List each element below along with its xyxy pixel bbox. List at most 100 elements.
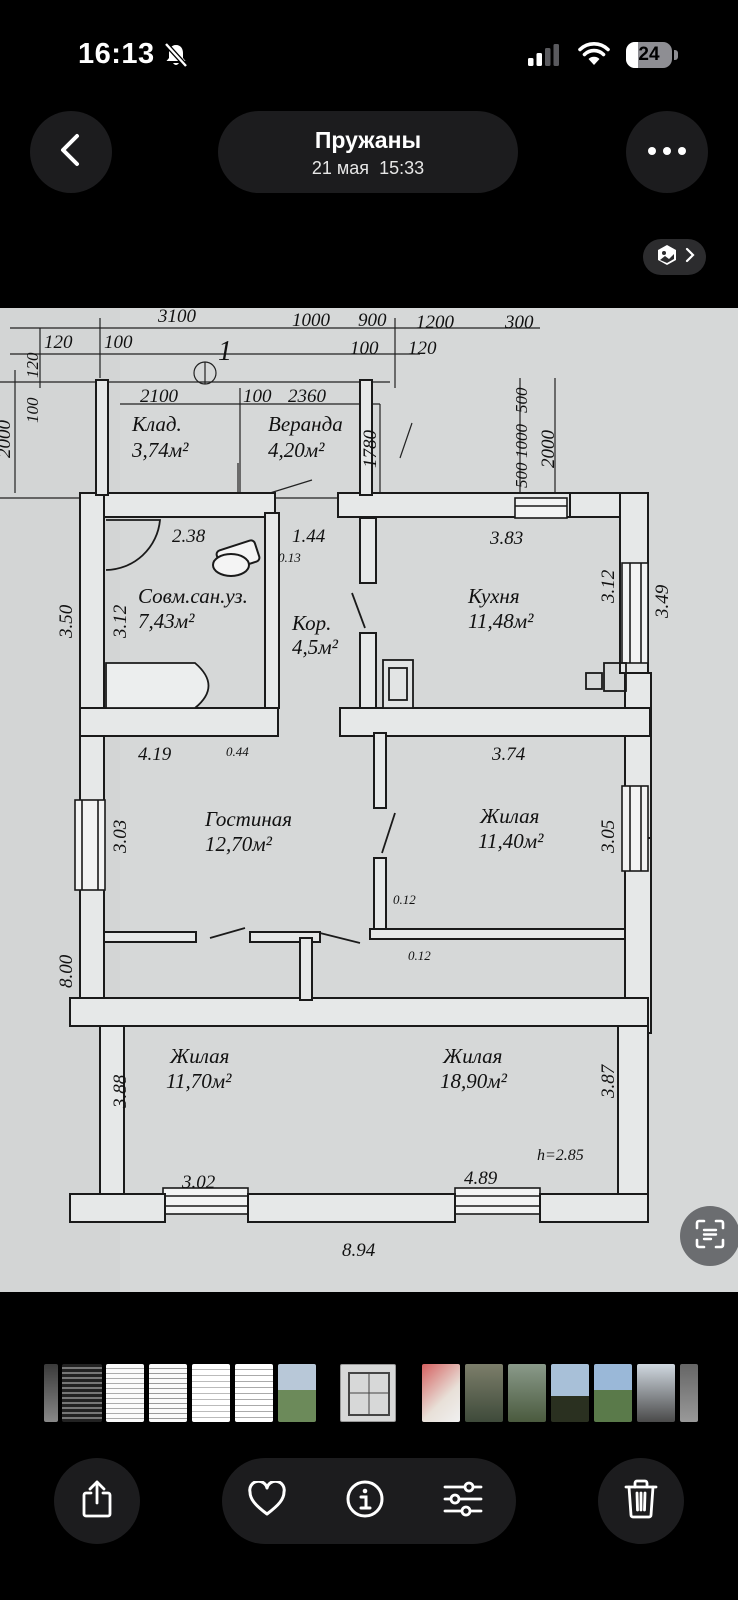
room-area-bathroom: 7,43м² xyxy=(138,609,195,633)
thumbnail[interactable] xyxy=(149,1364,187,1422)
room-area-living: 12,70м² xyxy=(205,832,273,856)
dim-3-50: 3.50 xyxy=(56,604,77,639)
room-name-bathroom: Совм.сан.уз. xyxy=(138,584,248,608)
dim-500b: 500 xyxy=(512,387,531,413)
dim-top-5: 300 xyxy=(504,312,534,333)
dim-8-00: 8.00 xyxy=(56,954,77,988)
dim-4-19: 4.19 xyxy=(138,744,172,765)
cellular-signal-icon xyxy=(528,44,560,66)
status-bar: 16:13 24 xyxy=(0,0,738,100)
room-area-kitchen: 11,48м² xyxy=(468,609,534,633)
dim-120-left: 120 xyxy=(23,352,42,378)
dim-3-83: 3.83 xyxy=(489,528,523,549)
dim-top-3: 900 xyxy=(358,310,387,331)
room-area-veranda: 4,20м² xyxy=(268,438,325,462)
trash-icon xyxy=(624,1479,658,1524)
thumbnail[interactable] xyxy=(278,1364,316,1422)
dim-3-49: 3.49 xyxy=(652,584,673,619)
thumbnail[interactable] xyxy=(62,1364,102,1422)
thumbnail[interactable] xyxy=(465,1364,503,1422)
live-text-button[interactable] xyxy=(680,1206,738,1266)
thumbnail[interactable] xyxy=(508,1364,546,1422)
dim-row2-1: 120 xyxy=(44,332,73,353)
dim-top-2: 1000 xyxy=(292,310,331,331)
room-name-living: Гостиная xyxy=(204,807,292,831)
room-name-bedroom1: Жилая xyxy=(479,804,539,828)
dim-0-44: 0.44 xyxy=(226,744,249,759)
dim-0-12-a: 0.12 xyxy=(393,892,416,907)
thumbnail[interactable] xyxy=(44,1364,58,1422)
dim-2000-right: 2000 xyxy=(538,430,559,469)
adjust-button[interactable] xyxy=(440,1478,486,1524)
thumbnail[interactable] xyxy=(235,1364,273,1422)
chevron-left-icon xyxy=(57,132,85,173)
status-time: 16:13 xyxy=(78,38,155,70)
battery-cap xyxy=(674,50,678,60)
dim-1000: 1000 xyxy=(512,424,531,459)
share-icon xyxy=(80,1479,114,1524)
room-name-bedroom3: Жилая xyxy=(442,1044,502,1068)
dim-500a: 500 xyxy=(512,462,531,488)
dim-3-12-right: 3.12 xyxy=(598,569,619,604)
room-name-corridor: Кор. xyxy=(291,611,331,635)
thumbnail[interactable] xyxy=(106,1364,144,1422)
info-icon xyxy=(345,1479,385,1524)
room-name-klad: Клад. xyxy=(131,412,182,436)
room-name-veranda: Веранда xyxy=(268,412,343,436)
dim-3-03: 3.03 xyxy=(110,820,131,854)
sliders-icon xyxy=(442,1480,484,1523)
thumbnail[interactable] xyxy=(680,1364,698,1422)
delete-button[interactable] xyxy=(598,1458,684,1544)
dim-row2-3: 100 xyxy=(350,338,379,359)
dim-4-89: 4.89 xyxy=(464,1168,498,1189)
thumbnail[interactable] xyxy=(422,1364,460,1422)
silent-bell-icon xyxy=(163,42,189,68)
dim-0-13: 0.13 xyxy=(278,550,301,565)
dim-3-12-left: 3.12 xyxy=(110,604,131,639)
dim-3-87: 3.87 xyxy=(598,1063,619,1099)
dim-8-94: 8.94 xyxy=(342,1240,376,1261)
dim-2360: 2360 xyxy=(288,386,327,407)
photo-actions-pill xyxy=(222,1458,516,1544)
thumbnail[interactable] xyxy=(551,1364,589,1422)
thumbnail[interactable] xyxy=(637,1364,675,1422)
photo-title-pill[interactable]: Пружаны 21 мая 15:33 xyxy=(218,111,518,193)
dim-100-left: 100 xyxy=(23,397,42,423)
room-name-bedroom2: Жилая xyxy=(169,1044,229,1068)
dim-1780: 1780 xyxy=(360,430,381,469)
ceiling-height: h=2.85 xyxy=(537,1147,584,1164)
dim-100: 100 xyxy=(243,386,272,407)
ellipsis-icon xyxy=(647,143,687,161)
dim-3-88: 3.88 xyxy=(110,1074,131,1109)
thumbnail[interactable] xyxy=(192,1364,230,1422)
room-name-kitchen: Кухня xyxy=(467,584,520,608)
wifi-icon xyxy=(578,41,610,67)
chevron-right-icon xyxy=(685,247,695,268)
dim-1-44: 1.44 xyxy=(292,526,326,547)
dim-2000-left: 2000 xyxy=(0,420,15,459)
thumbnail-strip[interactable] xyxy=(0,1364,738,1422)
live-text-icon xyxy=(694,1218,726,1255)
dim-3-02: 3.02 xyxy=(181,1172,216,1193)
room-area-klad: 3,74м² xyxy=(131,438,189,462)
back-button[interactable] xyxy=(30,111,112,193)
floor-plan-photo[interactable]: 3100 1000 900 1200 300 120 100 100 120 1… xyxy=(0,308,738,1292)
room-area-bedroom2: 11,70м² xyxy=(166,1069,232,1093)
share-button[interactable] xyxy=(54,1458,140,1544)
visual-lookup-button[interactable] xyxy=(643,239,706,275)
more-button[interactable] xyxy=(626,111,708,193)
photo-date: 21 мая 15:33 xyxy=(311,158,425,178)
dim-2100: 2100 xyxy=(140,386,179,407)
battery-level: 24 xyxy=(638,44,660,65)
heart-icon xyxy=(247,1479,287,1522)
info-button[interactable] xyxy=(342,1478,388,1524)
visual-lookup-icon xyxy=(655,243,679,272)
dim-3-05: 3.05 xyxy=(598,820,619,854)
dim-3-74: 3.74 xyxy=(491,744,526,765)
axis-label: 1 xyxy=(218,336,232,367)
battery-indicator: 24 xyxy=(626,42,672,68)
favorite-button[interactable] xyxy=(244,1478,290,1524)
room-area-bedroom3: 18,90м² xyxy=(440,1069,508,1093)
thumbnail-current[interactable] xyxy=(340,1364,396,1422)
thumbnail[interactable] xyxy=(594,1364,632,1422)
